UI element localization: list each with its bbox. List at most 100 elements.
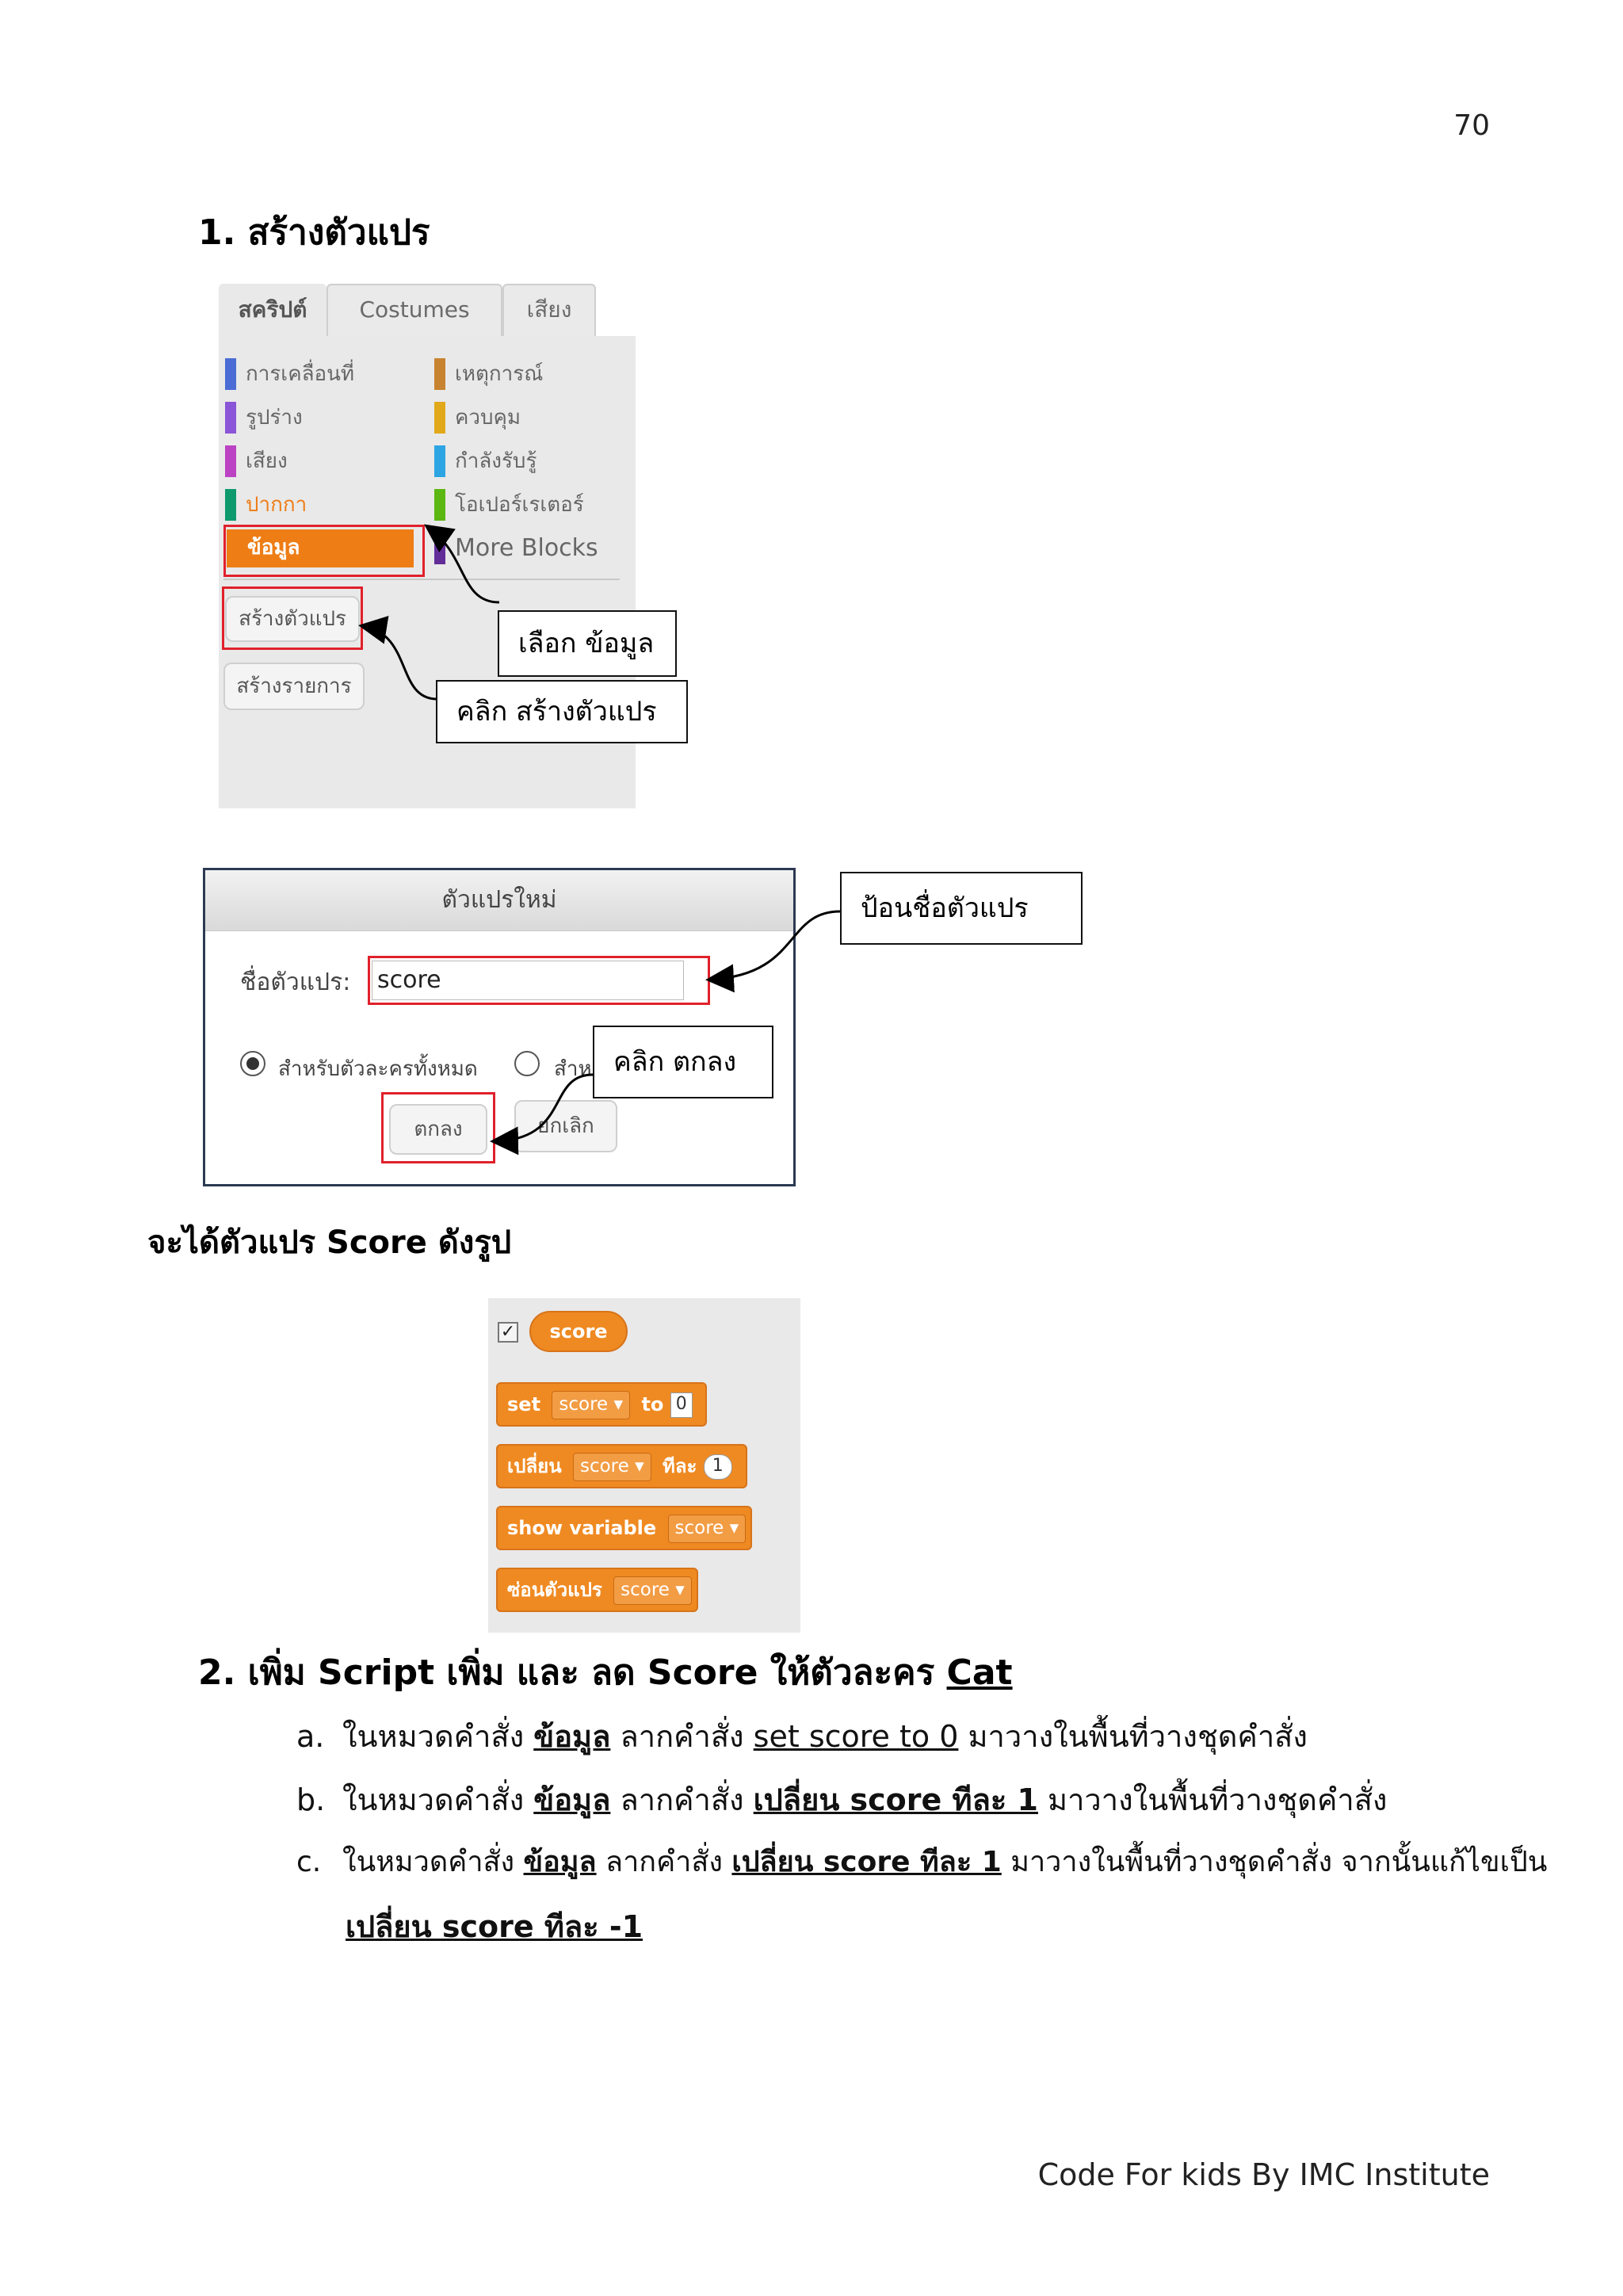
step-text: ลากคำสั่ง [610, 1782, 754, 1817]
variable-dropdown[interactable]: score ▾ [552, 1391, 631, 1419]
variable-dropdown[interactable]: score ▾ [667, 1515, 747, 1543]
callout-click-ok: คลิก ตกลง [593, 1026, 773, 1098]
step-command: เปลี่ยน score ทีละ 1 [731, 1846, 1002, 1878]
looks-color-bar [225, 402, 236, 434]
arrow-to-make-variable [358, 616, 437, 701]
step-c: c. ในหมวดคำสั่ง ข้อมูล ลากคำสั่ง เปลี่ยน … [296, 1839, 1547, 1884]
sound-color-bar [225, 445, 236, 477]
change-keyword: เปลี่ยน [507, 1455, 562, 1477]
category-label: เสียง [246, 449, 288, 473]
radio-selected-dot [246, 1057, 259, 1070]
callout-select-data: เลือก ข้อมูล [498, 610, 677, 677]
dropdown-value: score [674, 1518, 724, 1538]
variable-dropdown[interactable]: score ▾ [613, 1576, 692, 1605]
variable-blocks-panel: ✓ score set score ▾ to 0 เปลี่ยน score ▾… [488, 1298, 800, 1633]
page-number: 70 [1453, 109, 1490, 142]
step-category: ข้อมูล [523, 1846, 597, 1878]
tab-scripts[interactable]: สคริปต์ [219, 284, 327, 336]
sensing-color-bar [434, 445, 445, 477]
variable-name-label: ชื่อตัวแปร: [240, 968, 351, 996]
step-marker: a. [296, 1719, 325, 1754]
category-label: ปากกา [246, 493, 307, 517]
category-label: More Blocks [455, 534, 598, 562]
callout-click-make-variable: คลิก สร้างตัวแปร [436, 680, 688, 743]
hide-variable-block[interactable]: ซ่อนตัวแปร score ▾ [496, 1568, 698, 1612]
events-color-bar [434, 358, 445, 390]
option-this-sprite-label: สำห [554, 1057, 592, 1081]
dialog-title: ตัวแปรใหม่ [205, 870, 793, 931]
ok-button[interactable]: ตกลง [389, 1104, 487, 1155]
step-command: เปลี่ยน score ทีละ -1 [346, 1909, 643, 1944]
dropdown-value: score [579, 1456, 629, 1477]
set-value-input[interactable]: 0 [670, 1392, 693, 1418]
step-text: ลากคำสั่ง [610, 1719, 754, 1754]
section2-heading: 2. เพิ่ม Script เพิ่ม และ ลด Score ให้ตั… [198, 1645, 1013, 1700]
option-all-sprites-label: สำหรับตัวละครทั้งหมด [278, 1057, 478, 1081]
change-score-block[interactable]: เปลี่ยน score ▾ ทีละ 1 [496, 1444, 747, 1488]
variable-name-input[interactable]: score [372, 961, 684, 1000]
operators-color-bar [434, 489, 445, 521]
set-keyword: set [507, 1393, 541, 1415]
step-text: ในหมวดคำสั่ง [342, 1719, 534, 1754]
section2-sprite-name: Cat [946, 1652, 1013, 1693]
category-label: กำลังรับรู้ [455, 449, 537, 473]
step-text: มาวางในพื้นที่วางชุดคำสั่ง [958, 1719, 1308, 1754]
tab-costumes[interactable]: Costumes [327, 284, 502, 336]
set-score-block[interactable]: set score ▾ to 0 [496, 1382, 708, 1427]
step-marker: c. [296, 1846, 322, 1878]
step-text: ในหมวดคำสั่ง [342, 1782, 534, 1817]
category-label: การเคลื่อนที่ [246, 362, 355, 386]
step-command: เปลี่ยน score ทีละ 1 [753, 1782, 1038, 1817]
category-label: รูปร่าง [246, 406, 303, 430]
step-category: ข้อมูล [533, 1719, 611, 1754]
hide-variable-keyword: ซ่อนตัวแปร [507, 1579, 602, 1601]
section2-title: 2. เพิ่ม Script เพิ่ม และ ลด Score ให้ตั… [198, 1652, 947, 1693]
step-text: ลากคำสั่ง [596, 1846, 732, 1878]
step-command: set score to 0 [753, 1719, 959, 1754]
palette-tabs: สคริปต์ Costumes เสียง [219, 284, 636, 336]
arrow-to-name-input [705, 910, 841, 993]
change-value-input[interactable]: 1 [703, 1454, 732, 1480]
arrow-to-data-category [424, 524, 500, 604]
dropdown-value: score [621, 1580, 670, 1600]
show-variable-checkbox[interactable]: ✓ [498, 1322, 518, 1343]
step-category: ข้อมูล [533, 1782, 611, 1817]
dropdown-arrow-icon: ▾ [675, 1580, 685, 1600]
step-a: a. ในหมวดคำสั่ง ข้อมูล ลากคำสั่ง set scor… [296, 1712, 1308, 1760]
radio-this-sprite[interactable] [514, 1051, 540, 1076]
dropdown-value: score [559, 1394, 609, 1415]
footer-credit: Code For kids By IMC Institute [1037, 2157, 1490, 2192]
section1-heading: 1. สร้างตัวแปร [198, 212, 430, 253]
category-label: ควบคุม [455, 406, 521, 430]
by-keyword: ทีละ [663, 1455, 697, 1477]
step-c-continuation: เปลี่ยน score ทีละ -1 [346, 1902, 643, 1950]
dropdown-arrow-icon: ▾ [613, 1394, 624, 1415]
motion-color-bar [225, 358, 236, 390]
category-label: เหตุการณ์ [455, 362, 544, 386]
make-list-button[interactable]: สร้างรายการ [223, 663, 365, 710]
dropdown-arrow-icon: ▾ [729, 1518, 739, 1538]
step-text: มาวางในพื้นที่วางชุดคำสั่ง [1037, 1782, 1388, 1817]
make-variable-button[interactable]: สร้างตัวแปร [225, 596, 360, 642]
step-marker: b. [296, 1782, 326, 1817]
step-text: ในหมวดคำสั่ง [342, 1846, 524, 1878]
score-reporter-block[interactable]: score [529, 1311, 628, 1352]
control-color-bar [434, 402, 445, 434]
arrow-to-ok-button [490, 1073, 594, 1156]
result-caption: จะได้ตัวแปร Score ดังรูป [147, 1224, 512, 1261]
show-variable-block[interactable]: show variable score ▾ [496, 1506, 753, 1550]
step-b: b. ในหมวดคำสั่ง ข้อมูล ลากคำสั่ง เปลี่ยน … [296, 1775, 1387, 1824]
palette-divider [223, 579, 620, 580]
radio-all-sprites[interactable] [240, 1051, 265, 1076]
pen-color-bar [225, 489, 236, 521]
callout-enter-name: ป้อนชื่อตัวแปร [840, 872, 1083, 945]
dropdown-arrow-icon: ▾ [635, 1456, 644, 1477]
category-label: โอเปอร์เรเตอร์ [455, 493, 584, 517]
highlight-data-category [223, 525, 425, 577]
show-variable-keyword: show variable [507, 1517, 657, 1539]
category-data-selected[interactable]: ข้อมูล [227, 529, 414, 567]
to-keyword: to [641, 1393, 664, 1415]
variable-dropdown[interactable]: score ▾ [572, 1453, 651, 1481]
tab-sounds[interactable]: เสียง [502, 284, 596, 336]
